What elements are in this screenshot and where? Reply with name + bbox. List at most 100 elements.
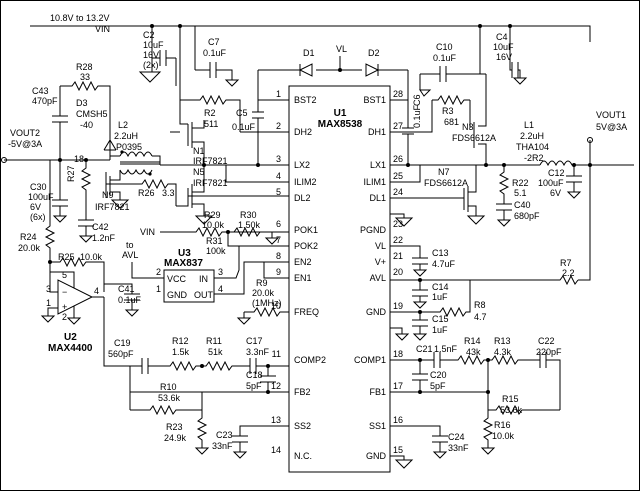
r3-ref: R3 xyxy=(442,106,454,116)
r29-value: 10.0k xyxy=(202,220,225,230)
ic-u2: − + 5 3 4 2 1 U2 MAX4400 xyxy=(40,270,130,367)
c6-ref: C6 xyxy=(412,94,422,106)
c18-value: 5pF xyxy=(246,381,262,391)
u1-pin-gnd-15: GND xyxy=(366,451,387,461)
u2-plus: + xyxy=(62,302,67,312)
c14-ref: C14 xyxy=(432,282,449,292)
capacitor-c10: C10 0.1uF xyxy=(419,26,481,97)
c7-ref: C7 xyxy=(208,37,220,47)
r24-value: 20.0k xyxy=(18,243,41,253)
to-label: to xyxy=(126,240,134,250)
u2-pin-2: 2 xyxy=(62,312,67,322)
u1-pin-fb2: FB2 xyxy=(294,387,311,397)
u2-network: R24 20.0k R25 10.0k C41 0.1uF xyxy=(18,160,142,317)
r26-value: 3.3 xyxy=(162,188,175,198)
c12-voltage: 6V xyxy=(550,188,561,198)
l1-part: THA104 xyxy=(516,142,549,152)
u1-pin-num-18: 18 xyxy=(393,349,403,359)
c17-value: 3.3nF xyxy=(246,347,270,357)
r22-ref: R22 xyxy=(512,178,529,188)
capacitor-c30: C30 100uF 6V (6x) xyxy=(28,160,68,223)
u3-pin-num-1: 1 xyxy=(156,284,161,294)
avl-label: AVL xyxy=(122,250,138,260)
r25-value: 10.0k xyxy=(80,252,103,262)
c10-ref: C10 xyxy=(436,42,453,52)
r9-value: 20.0k xyxy=(252,288,275,298)
u1-pin-ilim1-25: ILIM1 xyxy=(363,177,386,187)
n7-part: FDS6612A xyxy=(424,178,468,188)
u1-pin-num-9: 9 xyxy=(276,267,281,277)
u1-pin-num-5: 5 xyxy=(276,187,281,197)
r2-ref: R2 xyxy=(204,108,216,118)
u1-pin-lx2: LX2 xyxy=(294,160,310,170)
r30-ref: R30 xyxy=(240,210,257,220)
r16-value: 10.0k xyxy=(492,431,515,441)
u1-pin-comp1-18: COMP1 xyxy=(354,355,386,365)
c5-ref: C5 xyxy=(236,108,248,118)
u2-pin-1: 1 xyxy=(46,298,51,308)
u3-pin-out: OUT xyxy=(194,290,214,300)
l2-part: P0395 xyxy=(116,142,142,152)
diodes-d1-d2: D1 D2 VL xyxy=(257,44,409,112)
u1-pin-num-25: 25 xyxy=(393,171,403,181)
inductor-l2: L2 2.2uH P0395 xyxy=(109,120,161,176)
u1-pin-pok1: POK1 xyxy=(294,225,318,235)
snubber-r28-c43: R28 33 C43 470pF xyxy=(32,62,111,160)
l2-value: 2.2uH xyxy=(114,131,138,141)
c30-value: 100uF xyxy=(28,192,54,202)
c14-value: 1uF xyxy=(432,292,448,302)
c4-ref: C4 xyxy=(496,32,508,42)
u1-pin-dl2: DL2 xyxy=(294,193,311,203)
c22-ref: C22 xyxy=(538,336,555,346)
r12-value: 1.5k xyxy=(172,347,190,357)
u1-pin-en2: EN2 xyxy=(294,257,312,267)
c24-ref: C24 xyxy=(448,432,465,442)
c40-value: 680pF xyxy=(514,211,540,221)
c43-ref: C43 xyxy=(32,86,49,96)
n5-part: IRF7821 xyxy=(193,178,228,188)
d3-rating: -40 xyxy=(80,120,93,130)
n7-ref: N7 xyxy=(438,167,450,177)
u2-minus: − xyxy=(62,287,67,297)
c7-value: 0.1uF xyxy=(203,48,227,58)
capacitor-c40: C40 680pF xyxy=(496,200,540,227)
c20-ref: C20 xyxy=(430,370,447,380)
r28-value: 33 xyxy=(80,72,90,82)
r3-value: 681 xyxy=(444,117,459,127)
u1-pin-num-2: 2 xyxy=(276,121,281,131)
ic-u1-body xyxy=(288,85,391,473)
c15-value: 1uF xyxy=(432,325,448,335)
u1-pin-num-21: 21 xyxy=(393,251,403,261)
ilim1-net xyxy=(390,165,421,183)
u1-pin-num-7: 7 xyxy=(276,235,281,245)
vl-avl-network: C13 4.7uF R7 2.2 C14 1uF R8 4.7 C15 1uF xyxy=(390,245,579,341)
r8-ref: R8 xyxy=(474,300,486,310)
capacitor-c6: C6 0.1uF xyxy=(402,94,422,165)
u1-pin-bst2: BST2 xyxy=(294,95,317,105)
capacitor-c42: C42 1.2nF xyxy=(78,206,116,243)
u1-pin-nc: N.C. xyxy=(294,451,312,461)
u1-pin-freq: FREQ xyxy=(294,307,319,317)
resistor-r9: R9 20.0k (1MHz) xyxy=(236,278,289,325)
c40-ref: C40 xyxy=(514,200,531,210)
c13-ref: C13 xyxy=(432,248,449,258)
mosfet-n9: N9 IRF7821 xyxy=(95,170,132,212)
d3-part: CMSH5 xyxy=(76,109,108,119)
ground-c2 xyxy=(138,71,162,83)
u1-pin-num-13: 13 xyxy=(271,415,281,425)
comp1-network: C21 1.5nF R14 43k R13 4.3k C22 220pF C20… xyxy=(390,336,562,469)
c21-value: 1.5nF xyxy=(434,344,458,354)
vout2-rating: -5V@3A xyxy=(8,139,42,149)
ilim2-net xyxy=(225,165,289,183)
c2-voltage: 16V xyxy=(143,50,159,60)
r9-note: (1MHz) xyxy=(252,298,282,308)
r27-value: 18 xyxy=(74,154,84,164)
pgnd xyxy=(390,213,414,227)
r2-value: 511 xyxy=(204,119,218,129)
c13-value: 4.7uF xyxy=(432,259,456,269)
r22-value: 5.1 xyxy=(514,188,527,198)
r31-value: 100k xyxy=(206,246,226,256)
u1-pin-dh1-27: DH1 xyxy=(368,127,386,137)
r14-ref: R14 xyxy=(464,336,481,346)
